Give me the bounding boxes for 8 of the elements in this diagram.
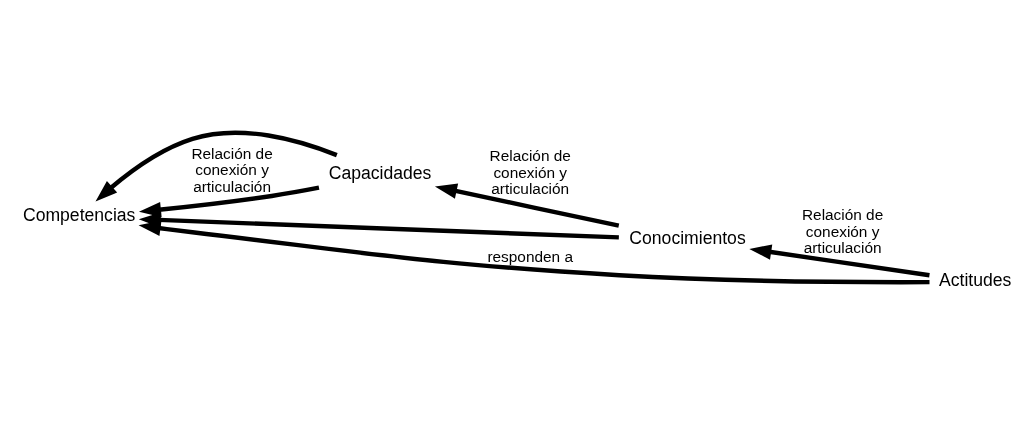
node-text: Actitudes bbox=[938, 269, 1012, 290]
node-text: Capacidades bbox=[328, 163, 432, 184]
edge-label: Relación de conexión y articulación bbox=[489, 147, 571, 198]
node-text: Conocimientos bbox=[629, 228, 746, 249]
edge-label: Relación de conexión y articulación bbox=[801, 206, 884, 257]
edge-label: responden a bbox=[487, 248, 573, 266]
node-text: Competencias bbox=[22, 205, 136, 226]
edge-label: Relación de conexión y articulación bbox=[191, 144, 273, 195]
